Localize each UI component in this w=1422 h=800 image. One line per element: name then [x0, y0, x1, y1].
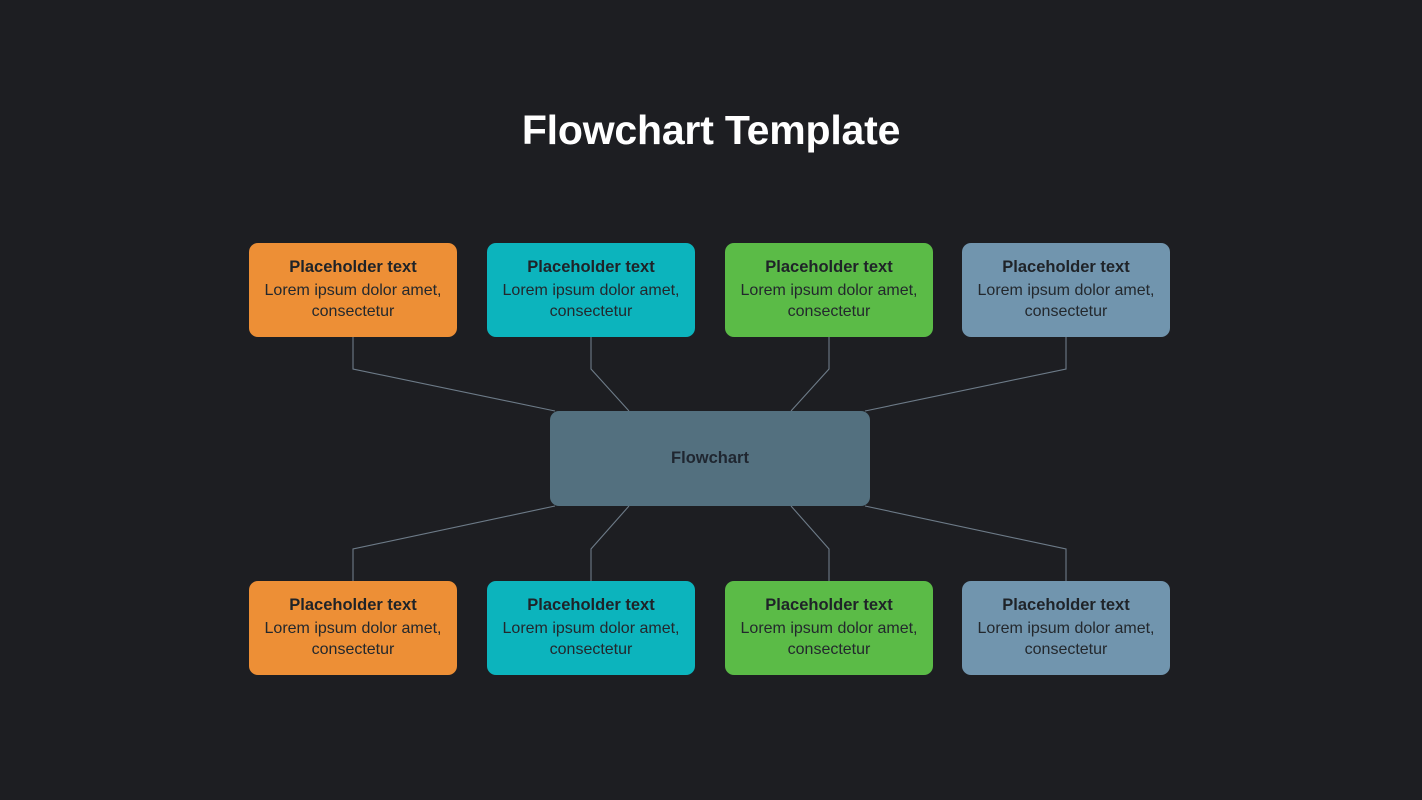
connector-top-1 [352, 337, 556, 412]
node-top-1[interactable]: Placeholder text Lorem ipsum dolor amet,… [249, 243, 457, 337]
node-title: Placeholder text [765, 258, 893, 277]
node-title: Placeholder text [527, 596, 655, 615]
center-node[interactable]: Flowchart [550, 411, 870, 506]
node-bottom-2[interactable]: Placeholder text Lorem ipsum dolor amet,… [487, 581, 695, 675]
node-bottom-4[interactable]: Placeholder text Lorem ipsum dolor amet,… [962, 581, 1170, 675]
node-body: Lorem ipsum dolor amet, consectetur [977, 620, 1155, 659]
node-title: Placeholder text [527, 258, 655, 277]
node-title: Placeholder text [289, 258, 417, 277]
node-body: Lorem ipsum dolor amet, consectetur [740, 620, 918, 659]
connector-bottom-3 [790, 505, 830, 581]
node-bottom-1[interactable]: Placeholder text Lorem ipsum dolor amet,… [249, 581, 457, 675]
node-title: Placeholder text [1002, 596, 1130, 615]
connector-bottom-2 [590, 505, 630, 581]
node-body: Lorem ipsum dolor amet, consectetur [264, 620, 442, 659]
node-title: Placeholder text [289, 596, 417, 615]
node-body: Lorem ipsum dolor amet, consectetur [264, 282, 442, 321]
center-node-label: Flowchart [671, 449, 749, 467]
connector-bottom-4 [864, 505, 1067, 581]
node-bottom-3[interactable]: Placeholder text Lorem ipsum dolor amet,… [725, 581, 933, 675]
node-top-2[interactable]: Placeholder text Lorem ipsum dolor amet,… [487, 243, 695, 337]
node-top-4[interactable]: Placeholder text Lorem ipsum dolor amet,… [962, 243, 1170, 337]
node-body: Lorem ipsum dolor amet, consectetur [502, 620, 680, 659]
node-title: Placeholder text [765, 596, 893, 615]
node-title: Placeholder text [1002, 258, 1130, 277]
node-body: Lorem ipsum dolor amet, consectetur [502, 282, 680, 321]
connector-top-2 [590, 337, 630, 412]
connector-top-4 [864, 337, 1067, 412]
connector-top-3 [790, 337, 830, 412]
page-title: Flowchart Template [521, 107, 901, 153]
node-top-3[interactable]: Placeholder text Lorem ipsum dolor amet,… [725, 243, 933, 337]
node-body: Lorem ipsum dolor amet, consectetur [977, 282, 1155, 321]
node-body: Lorem ipsum dolor amet, consectetur [740, 282, 918, 321]
connector-bottom-1 [352, 505, 556, 581]
